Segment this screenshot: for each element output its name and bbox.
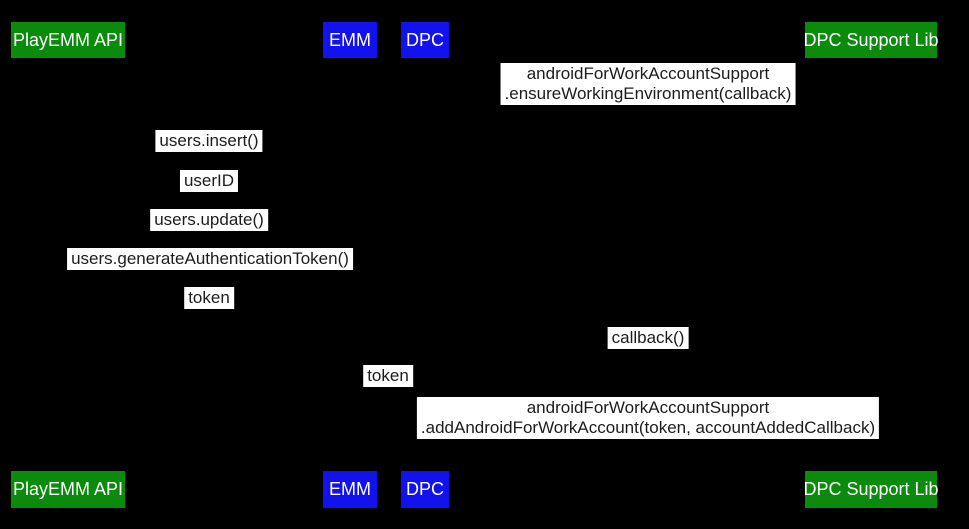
message-token-emm-dpc: token — [363, 365, 413, 387]
message-users-generate-authentication-token: users.generateAuthenticationToken() — [67, 248, 353, 270]
participant-dpc-top: DPC — [401, 22, 449, 58]
message-add-android-for-work-account: androidForWorkAccountSupport .addAndroid… — [416, 397, 880, 439]
message-ensure-working-environment: androidForWorkAccountSupport .ensureWork… — [500, 63, 796, 105]
message-users-insert: users.insert() — [155, 130, 263, 152]
message-user-id: userID — [179, 170, 239, 192]
message-line: androidForWorkAccountSupport — [526, 398, 770, 417]
participant-emm-bottom: EMM — [323, 471, 377, 508]
message-users-update: users.update() — [150, 209, 268, 231]
participant-dpc-support-lib-bottom: DPC Support Lib — [803, 471, 939, 508]
message-line: .addAndroidForWorkAccount(token, account… — [420, 418, 876, 437]
message-token-playemm-emm: token — [184, 287, 234, 309]
message-callback: callback() — [607, 327, 689, 349]
participant-playemm-api-bottom: PlayEMM API — [11, 471, 125, 508]
message-line: androidForWorkAccountSupport — [526, 64, 770, 83]
participant-emm-top: EMM — [323, 22, 377, 58]
participant-dpc-bottom: DPC — [401, 471, 449, 508]
message-line: .ensureWorkingEnvironment(callback) — [504, 84, 792, 103]
participant-dpc-support-lib-top: DPC Support Lib — [803, 22, 939, 58]
participant-playemm-api-top: PlayEMM API — [11, 22, 125, 58]
